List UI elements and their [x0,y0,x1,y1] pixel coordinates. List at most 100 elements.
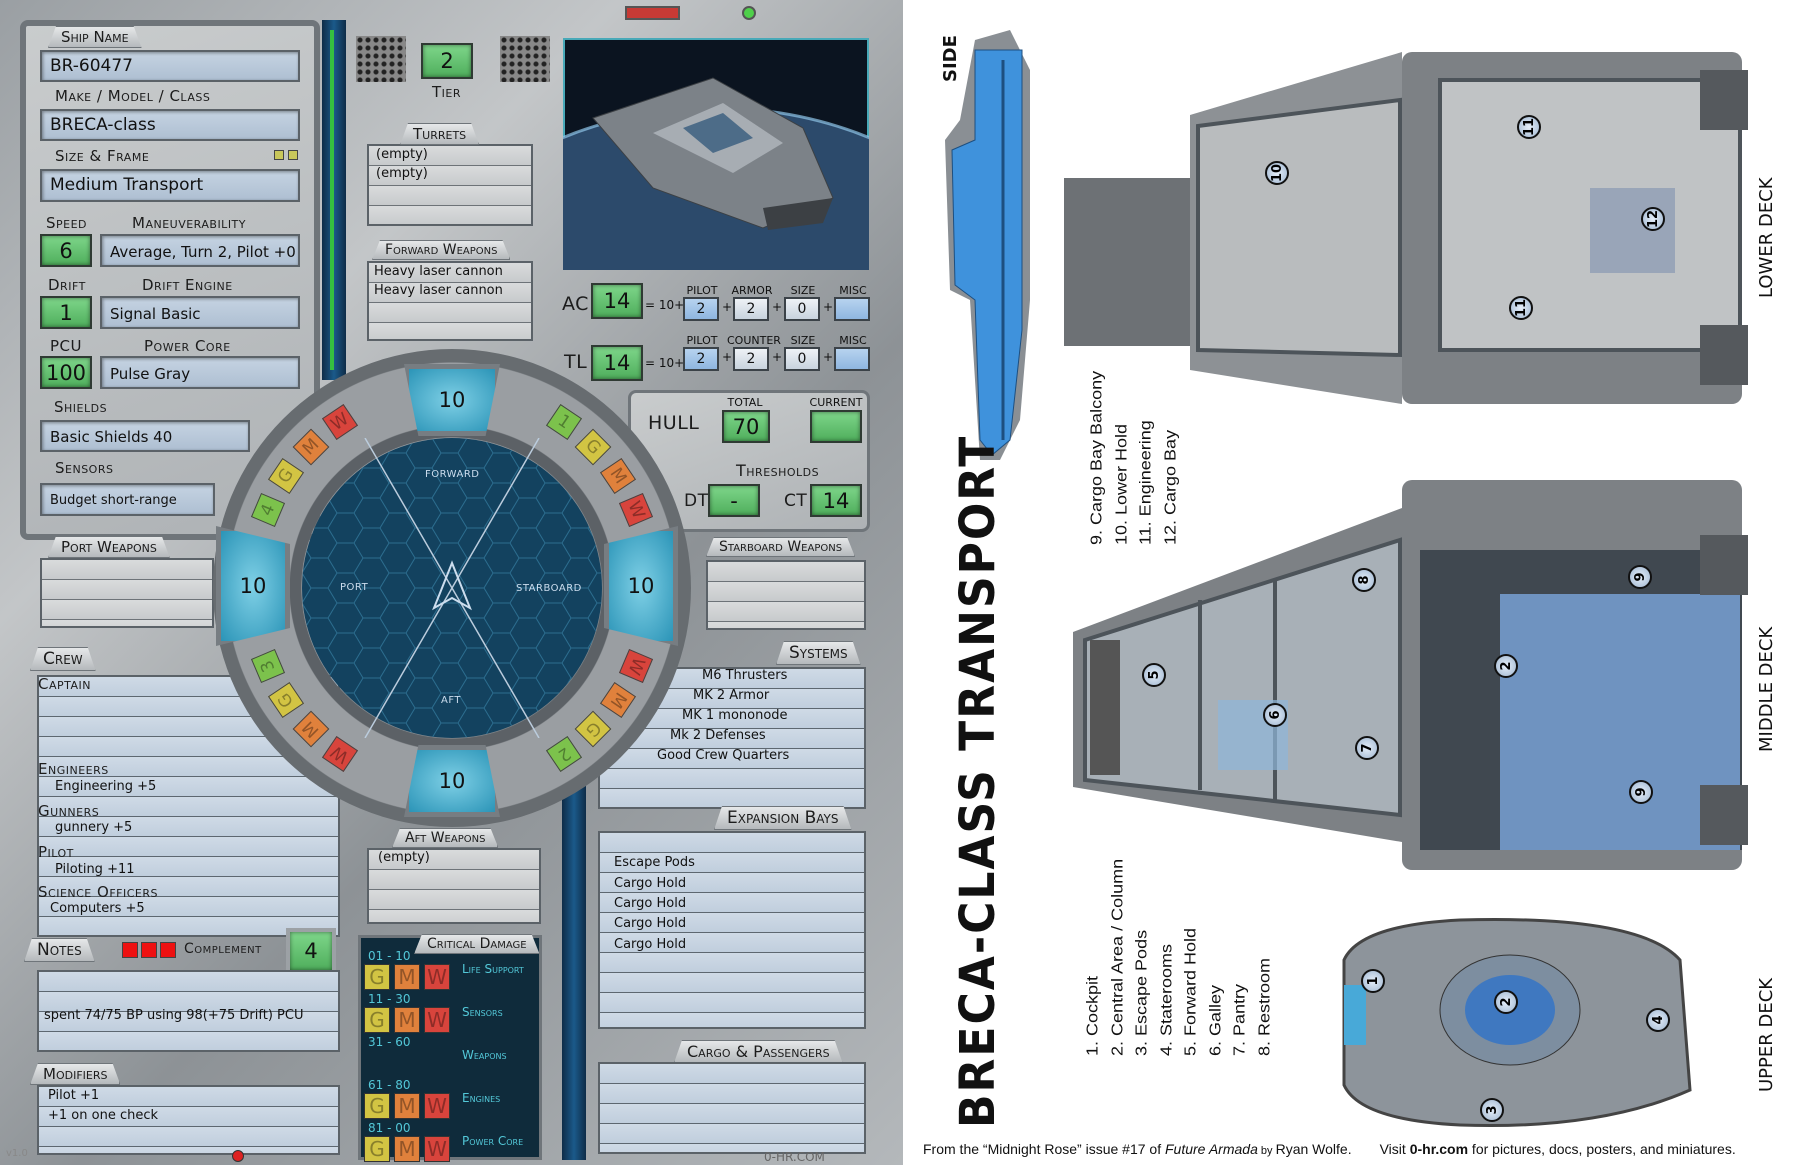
upper-deck-label: UPPER DECK [1756,977,1777,1092]
crit-g-box[interactable]: G [364,1136,390,1162]
ac-pilot-value[interactable]: 2 [683,297,719,321]
tl-size-value[interactable]: 0 [784,347,820,371]
port-weapons-list[interactable] [40,558,214,628]
tl-label: TL [564,351,588,373]
crit-w-box[interactable]: W [424,964,450,990]
crit-g-box[interactable]: G [364,964,390,990]
forward-weapon-item: Heavy laser cannon [374,283,503,298]
forward-weapons-label: Forward Weapons [372,240,510,260]
pipe-left [322,20,346,380]
thresholds-label: Thresholds [736,461,820,480]
arc-forward-label: FORWARD [425,469,480,480]
tl-value[interactable]: 14 [591,345,643,381]
sensors-label: Sensors [55,459,114,477]
ac-pilot-header: PILOT [686,284,718,297]
make-model-field[interactable]: BRECA-class [40,109,300,141]
shields-label: Shields [54,398,108,416]
pipe-bottom [562,760,586,1160]
tl-pilot-value[interactable]: 2 [683,347,719,371]
system-item: MK 1 mononode [682,708,788,723]
crit-m-box[interactable]: M [394,1136,420,1162]
modifiers-list[interactable] [37,1085,340,1155]
room-marker-upper: 4 [1646,1008,1670,1032]
credit-site-link[interactable]: 0-hr.com [1409,1141,1469,1157]
hull-total-value[interactable]: 70 [722,410,770,443]
credit-prefix: From the “Midnight Rose” issue #17 of [923,1141,1165,1157]
cargo-passengers-list[interactable] [598,1062,866,1154]
credit-line: From the “Midnight Rose” issue #17 of Fu… [923,1141,1736,1157]
arc-starboard-label: STARBOARD [516,583,582,594]
expansion-bay-item: Cargo Hold [614,937,687,952]
shields-field[interactable]: Basic Shields 40 [40,420,250,452]
tl-counter-header: COUNTER [727,334,781,347]
turret-item: (empty) [376,147,428,162]
size-frame-field[interactable]: Medium Transport [40,169,300,202]
crit-m-box[interactable]: M [394,1007,420,1033]
tl-misc-value[interactable] [834,347,870,371]
forward-weapons-list[interactable] [367,261,533,341]
crew-skill: gunnery +5 [55,820,133,835]
legend-item: 2. Central Area / Column [1108,858,1126,1056]
crit-w-box[interactable]: W [424,1007,450,1033]
size-indicator [274,150,284,160]
ac-value[interactable]: 14 [591,283,643,319]
hull-current-label: CURRENT [809,396,863,409]
tl-counter-value[interactable]: 2 [733,347,769,371]
room-marker-middle: 7 [1355,736,1379,760]
drift-value[interactable]: 1 [40,296,92,329]
plus-sign: + [823,300,834,314]
speed-value[interactable]: 6 [40,234,92,267]
pcu-value[interactable]: 100 [40,356,92,389]
port-shield-value[interactable]: 10 [216,526,290,646]
expansion-bays-list[interactable] [598,831,866,1029]
crit-range: 61 - 80 [368,1078,411,1092]
hull-current-value[interactable] [810,410,862,443]
legend-item: 4. Staterooms [1157,943,1175,1056]
crit-system: Engines [462,1091,501,1105]
dt-label: DT [684,491,709,511]
aft-weapon-item: (empty) [378,850,430,865]
tier-value[interactable]: 2 [421,43,473,79]
legend-item: 10. Lower Hold [1112,423,1130,545]
red-led [232,1150,244,1162]
drift-label: Drift [48,276,86,294]
aft-weapons-list[interactable] [367,848,541,924]
ct-value[interactable]: 14 [810,484,862,517]
ac-size-value[interactable]: 0 [784,297,820,321]
ship-portrait [563,38,869,270]
starboard-shield-value[interactable]: 10 [604,526,678,646]
crit-w-box[interactable]: W [424,1093,450,1119]
tl-size-header: SIZE [790,334,816,347]
tier-label: Tier [432,83,461,101]
crit-g-box[interactable]: G [364,1007,390,1033]
size-frame-label: Size & Frame [55,147,150,165]
complement-value[interactable]: 4 [286,928,336,974]
room-marker-middle: 8 [1352,568,1376,592]
legend-item: 8. Restroom [1255,957,1273,1056]
crit-m-box[interactable]: M [394,964,420,990]
room-marker-lower: 10 [1265,161,1289,185]
crit-g-box[interactable]: G [364,1093,390,1119]
turrets-label: Turrets [400,123,479,145]
dt-value[interactable]: - [708,484,760,517]
legend-item: 5. Forward Hold [1182,927,1199,1056]
ship-name-field[interactable]: BR-60477 [40,50,300,82]
starboard-weapons-list[interactable] [706,560,866,630]
crit-system: Sensors [462,1005,503,1019]
starboard-weapons-label: Starboard Weapons [706,537,855,557]
ac-misc-value[interactable] [834,297,870,321]
ac-armor-value[interactable]: 2 [733,297,769,321]
turrets-list[interactable] [367,144,533,226]
maneuverability-field[interactable]: Average, Turn 2, Pilot +0 [100,234,300,267]
turret-item: (empty) [376,166,428,181]
crit-m-box[interactable]: M [394,1093,420,1119]
crew-role-label: Engineers [38,760,109,778]
power-core-field[interactable]: Pulse Gray [100,356,300,389]
lower-deck-map [1064,52,1748,404]
crit-w-box[interactable]: W [424,1136,450,1162]
legend-item: 12. Cargo Bay [1161,429,1179,545]
sensors-field[interactable]: Budget short-range [40,483,215,516]
drift-engine-field[interactable]: Signal Basic [100,296,300,329]
notes-area[interactable] [37,970,340,1052]
